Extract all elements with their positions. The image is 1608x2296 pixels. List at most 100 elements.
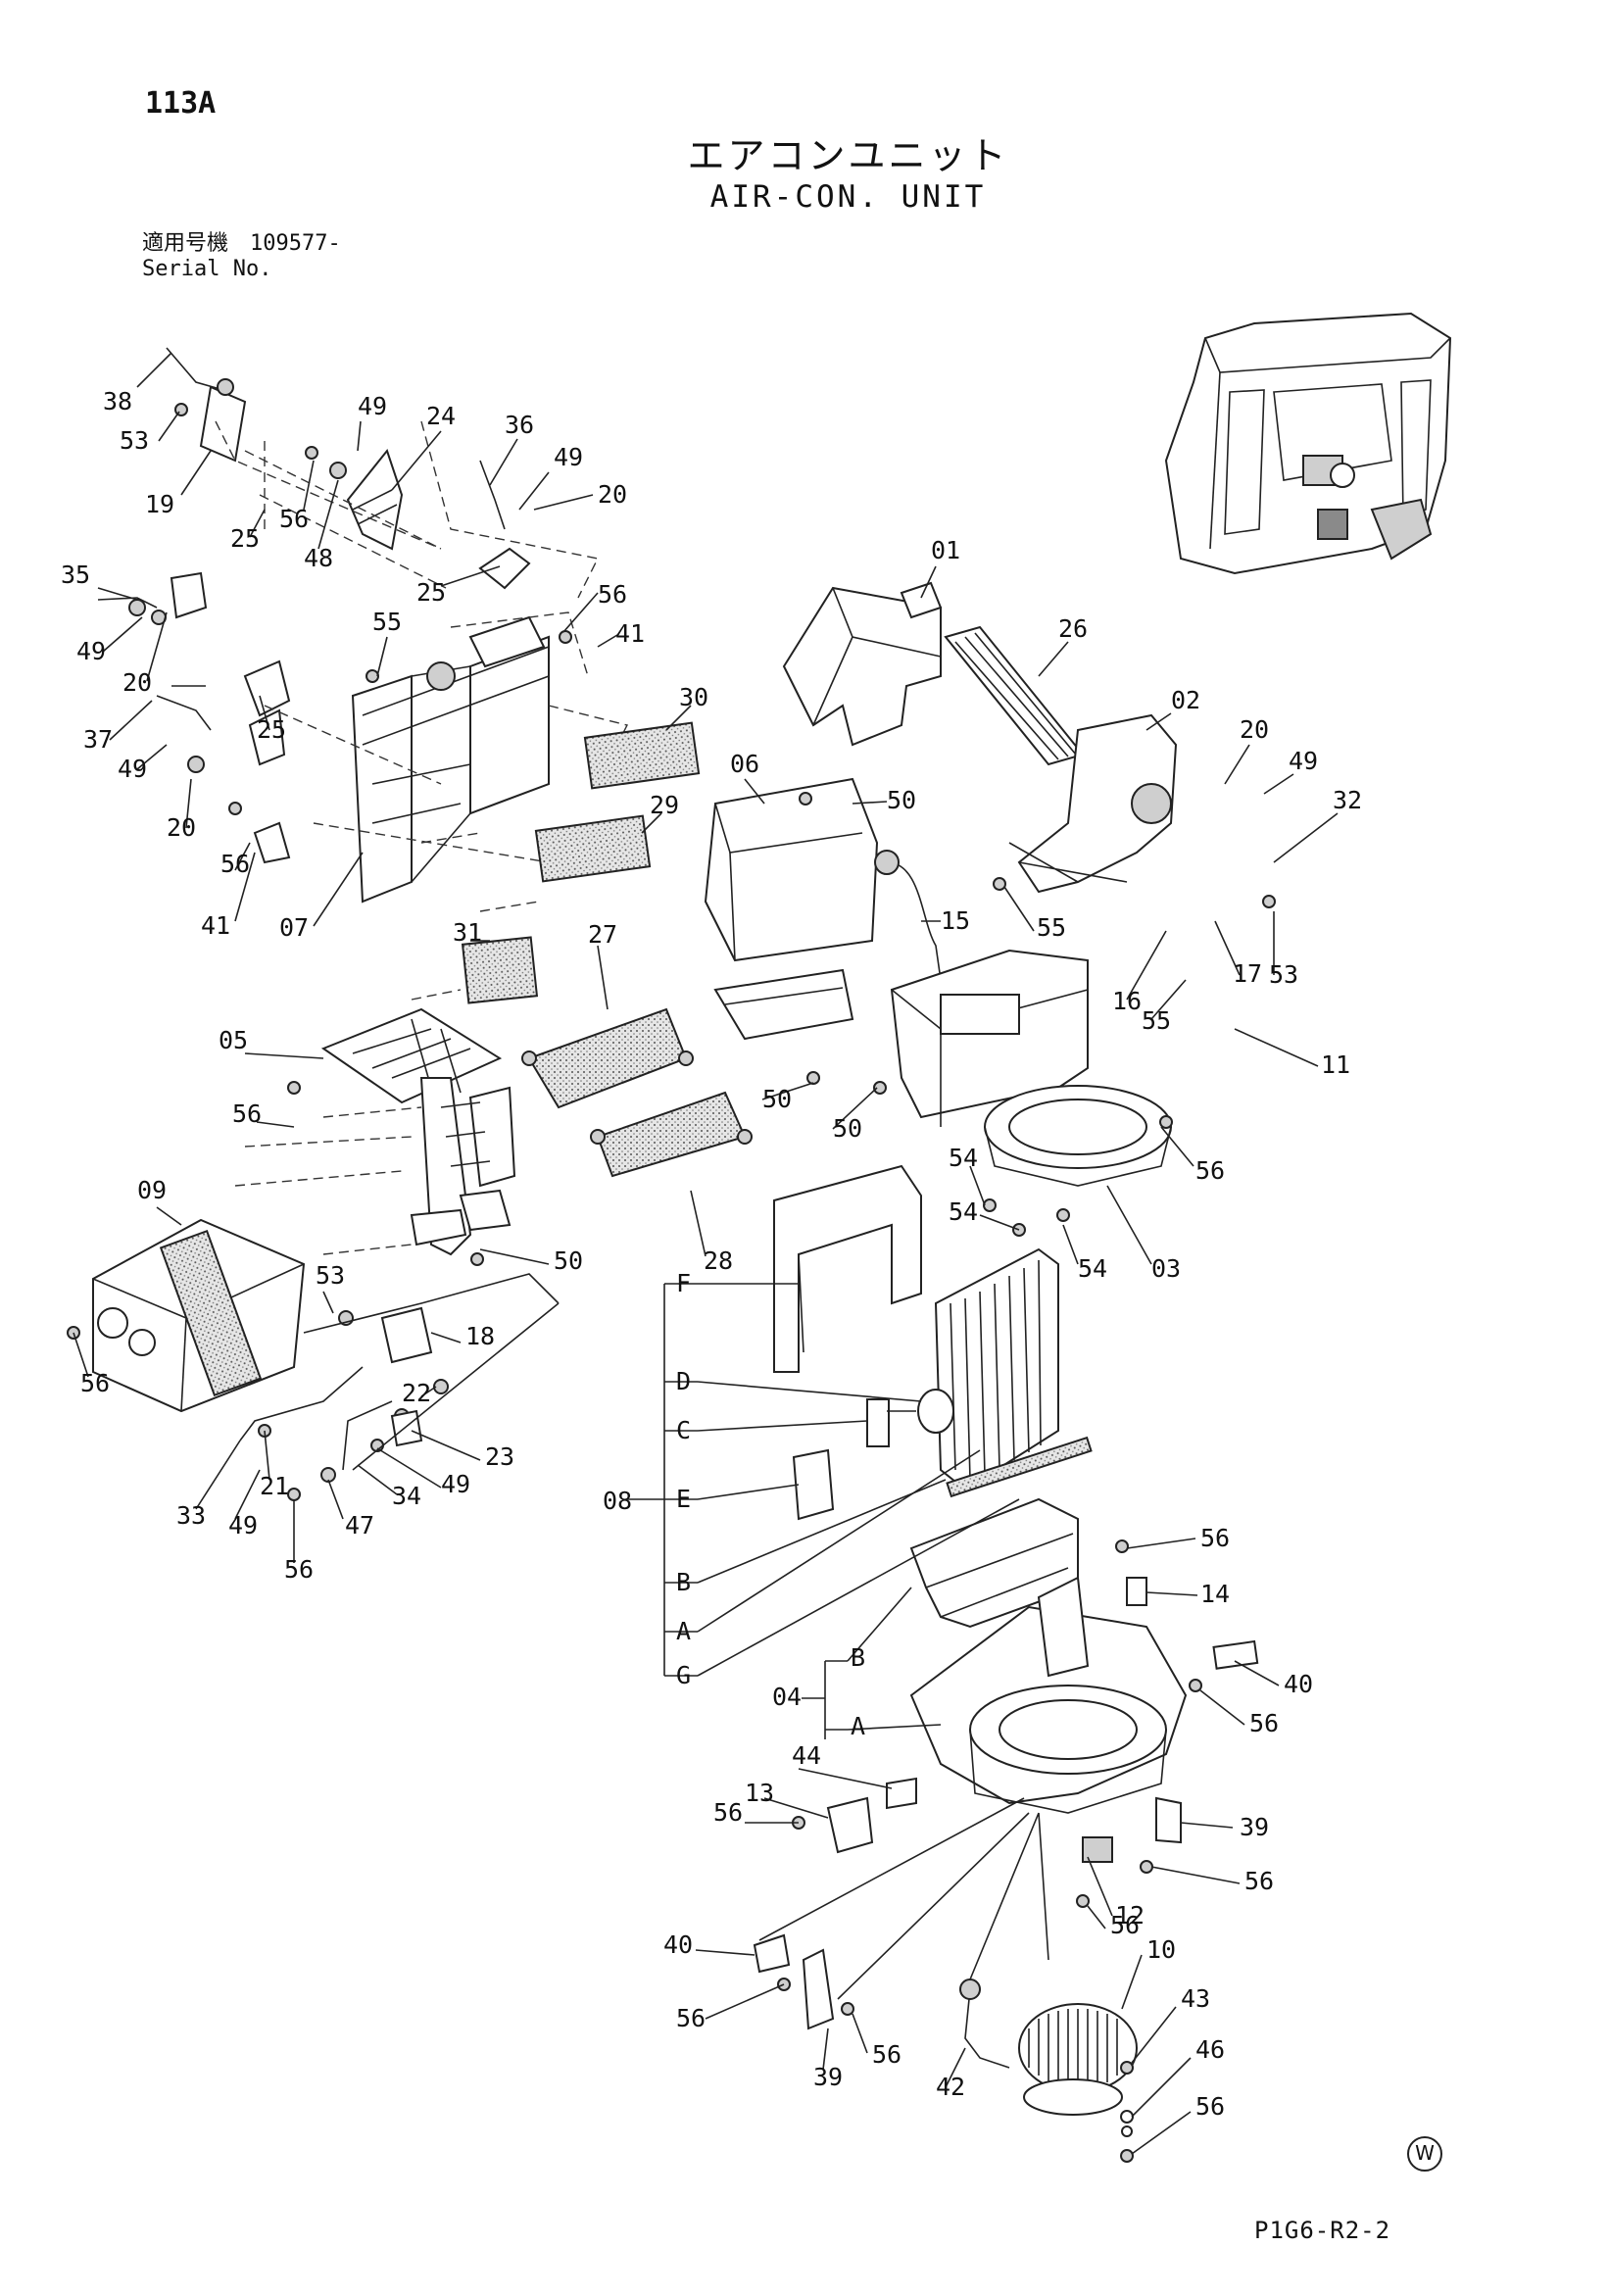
callout-leader [430,1332,462,1343]
callout-leader [697,1479,947,1584]
callout-label: 56 [284,1555,314,1584]
callout-leader [102,616,143,653]
callout-label: 25 [416,578,446,607]
callout-label: 25 [230,524,260,553]
callout-label: 39 [813,2063,843,2091]
callout-label: 20 [122,668,152,697]
page-number: 113A [145,86,217,121]
callout-label: 38 [103,387,132,415]
callout-label: 26 [1058,614,1088,643]
callout-label: D [676,1367,691,1395]
callout-label: 54 [1078,1254,1107,1283]
links-33-34 [239,1366,393,1471]
callout-label: 06 [730,750,759,778]
callout-label: 49 [554,443,583,471]
callout-leader [73,1332,89,1378]
door-30 [583,721,701,790]
callout-label: 07 [279,913,309,942]
callout-leader [518,471,550,511]
callout-label: 13 [745,1779,774,1807]
callout-label: 02 [1171,686,1200,714]
screws [67,403,1276,2163]
bracket-40-lower [753,1933,791,1974]
callout-label: 34 [392,1482,421,1510]
callout-label: 41 [201,911,230,940]
callout-leader [1106,1185,1152,1265]
callout-label: 56 [1195,1156,1225,1185]
actuator-23 [390,1409,423,1447]
case-05 [320,1007,503,1104]
bracket-E [792,1448,835,1521]
callout-label: C [676,1416,691,1444]
evaporator-core-D [917,1247,1059,1491]
callout-leader [979,1214,1020,1231]
callout-label: 56 [1244,1867,1274,1895]
callout-leader [1160,1126,1194,1167]
callout-label: 53 [1269,960,1298,989]
callout-leader [1126,930,1167,1001]
callout-leader [1145,1591,1198,1596]
callout-label: 17 [1233,959,1262,988]
bracket-40-upper [1212,1639,1259,1670]
callout-leader [847,1724,942,1731]
callout-label: 49 [358,392,387,420]
callout-label: 56 [676,2004,706,2032]
callout-leader [109,700,153,741]
callout-label: 14 [1200,1580,1230,1608]
callout-leader [1199,1689,1245,1726]
callout-leader [440,565,501,587]
callout-leader [847,1587,912,1662]
frame-07 [351,615,550,904]
bracket-39-right [1155,1796,1182,1844]
callout-leader [489,438,518,486]
callout-label: 23 [485,1442,514,1471]
callout-label: 54 [949,1144,978,1172]
callout-label: 37 [83,725,113,754]
callout-label: 56 [232,1099,262,1128]
callout-label: 16 [1112,987,1142,1015]
callout-label: 55 [1142,1006,1171,1035]
callout-leader [697,1420,868,1432]
serial-value: 109577- [250,231,341,256]
callout-label: 49 [441,1470,470,1498]
callout-leader [357,1464,398,1495]
callout-leader [357,420,362,452]
callout-label: 53 [316,1261,345,1290]
callout-leader [1263,773,1294,795]
callout-label: 24 [426,402,456,430]
callout-leader [1145,712,1172,731]
callout-leader [1121,1954,1143,2010]
callout-leader [695,1949,755,1956]
relay-14 [1126,1577,1147,1606]
callout-leader [697,1484,800,1500]
w-circle-mark: W [1407,2136,1442,2172]
callout-leader [1234,1028,1319,1067]
title-english: AIR-CON. UNIT [709,179,987,215]
cab-illustration [1164,312,1452,575]
callout-leader [1131,2111,1192,2155]
duct-01 [782,581,943,747]
callout-leader [256,1121,295,1128]
callout-leader [832,1087,878,1130]
callout-label: 36 [505,411,534,439]
callout-label: 46 [1195,2035,1225,2064]
callout-label: 40 [1284,1670,1313,1698]
callout-label: E [676,1485,691,1513]
callout-label: 53 [120,426,149,455]
callout-label: 56 [872,2040,901,2069]
callout-label: 54 [949,1197,978,1226]
callout-leader [1150,1866,1241,1884]
callout-label: 55 [372,608,402,636]
callout-leader [697,1449,981,1633]
callout-label: B [676,1568,691,1596]
lower-case-04A [909,1576,1188,1814]
callout-leader [180,450,212,496]
callout-leader [1131,2057,1192,2118]
callout-leader [969,1165,986,1206]
callout-label: 03 [1151,1254,1181,1283]
door-31 [461,936,539,1004]
callout-leader [697,1498,1020,1677]
callout-label: 56 [279,505,309,533]
